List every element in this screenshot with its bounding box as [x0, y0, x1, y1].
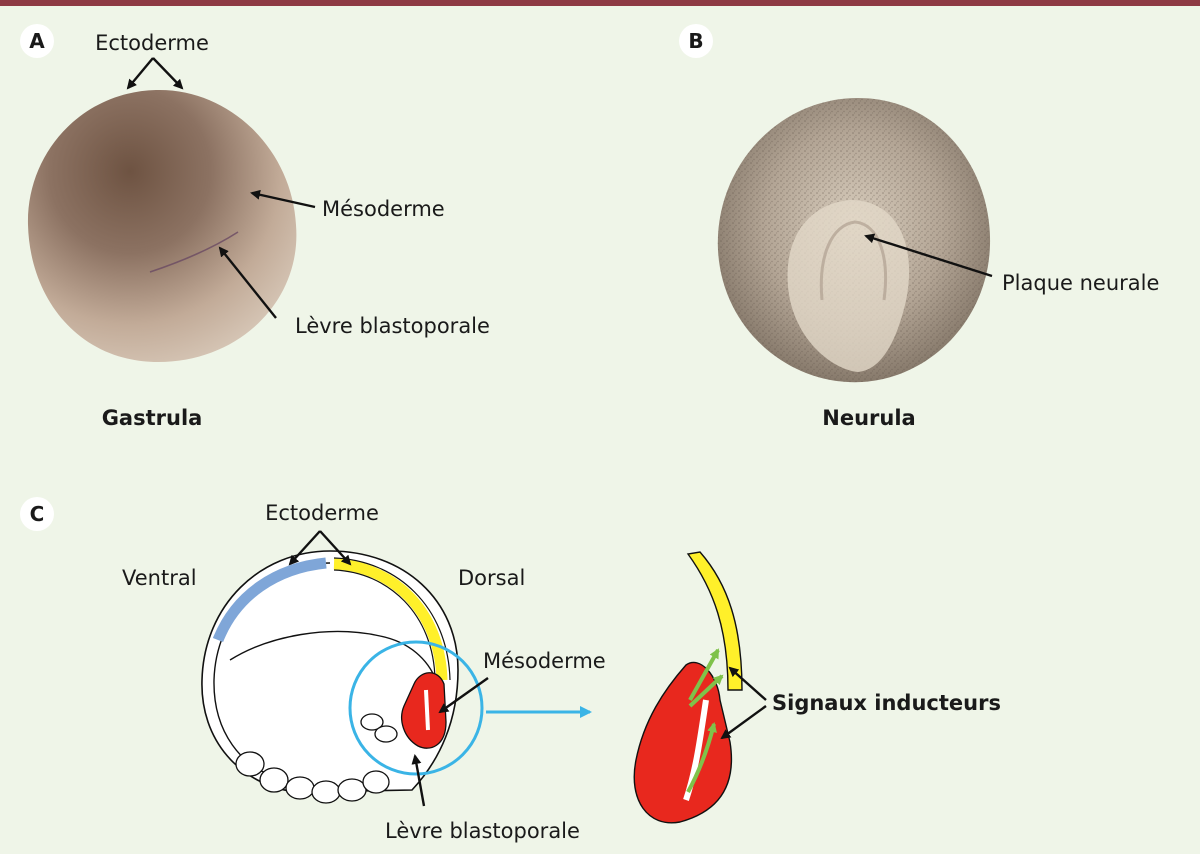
top-rule — [0, 0, 1200, 6]
gastrula-mesoderme-arrow — [250, 189, 316, 209]
gastrula-levre-label: Lèvre blastoporale — [295, 314, 490, 338]
gastrula-mesoderme-label: Mésoderme — [322, 197, 445, 221]
signaux-arrow-lower — [720, 705, 767, 740]
signal-arrow-3 — [686, 722, 717, 793]
yolk-cells — [235, 713, 398, 804]
panel-c-letter: C — [30, 502, 45, 526]
signal-arrow-2 — [688, 674, 724, 708]
ectoderm-ventral — [212, 557, 327, 643]
detail-ectoderm — [686, 551, 743, 691]
section-mesoderme-label: Mésoderme — [483, 649, 606, 673]
mesoderm-section — [401, 672, 447, 749]
panel-a-badge — [20, 24, 54, 58]
gastrula-embryo — [27, 89, 297, 362]
section-ectoderme-arrow-left — [288, 530, 321, 566]
ectoderm-dorsal — [333, 558, 448, 681]
neurula-plaque-label: Plaque neurale — [1002, 271, 1159, 295]
panel-c-badge — [20, 497, 54, 531]
section-ectoderme-label: Ectoderme — [265, 501, 379, 525]
gastrula-ectoderme-arrow-left — [126, 57, 154, 90]
gastrula-ectoderme-label: Ectoderme — [95, 31, 209, 55]
ectoderm-outer-edge — [333, 557, 451, 681]
section-dorsal-label: Dorsal — [458, 566, 525, 590]
gastrula-levre-arrow — [218, 246, 277, 319]
neurula-plaque-arrow — [864, 233, 993, 278]
section-mesoderme-arrow — [438, 677, 489, 714]
neurula-caption: Neurula — [822, 406, 915, 430]
panel-a-letter: A — [29, 29, 45, 53]
panel-c: C Ectoderme Ventr — [20, 497, 1001, 843]
signaux-label: Signaux inducteurs — [772, 691, 1001, 715]
magnifier-circle — [348, 640, 484, 776]
archenteron-roof — [229, 630, 437, 681]
detail-mesoderm — [633, 661, 733, 824]
enlarged-detail — [633, 551, 743, 824]
section-ventral-label: Ventral — [122, 566, 197, 590]
blastopore-lip-line — [149, 231, 239, 273]
section-ectoderme-arrow-right — [319, 530, 352, 566]
panel-a: A Ectoderme Mésoderme Lèvre blastoporale… — [20, 24, 490, 430]
gastrula-ectoderme-arrow-right — [152, 57, 184, 90]
signaux-arrow-upper — [728, 666, 767, 701]
neural-plate-fold — [819, 220, 888, 301]
panel-b-badge — [679, 24, 713, 58]
gastrula-caption: Gastrula — [102, 406, 203, 430]
panel-b: B Plaque neurale Neurula — [679, 24, 1159, 430]
section-levre-arrow — [411, 754, 426, 807]
ectoderm-inner-edge — [333, 569, 436, 681]
panel-b-letter: B — [688, 29, 703, 53]
mesoderm-cleft — [424, 689, 430, 731]
signal-arrow-1 — [688, 648, 720, 701]
section-levre-label: Lèvre blastoporale — [385, 819, 580, 843]
